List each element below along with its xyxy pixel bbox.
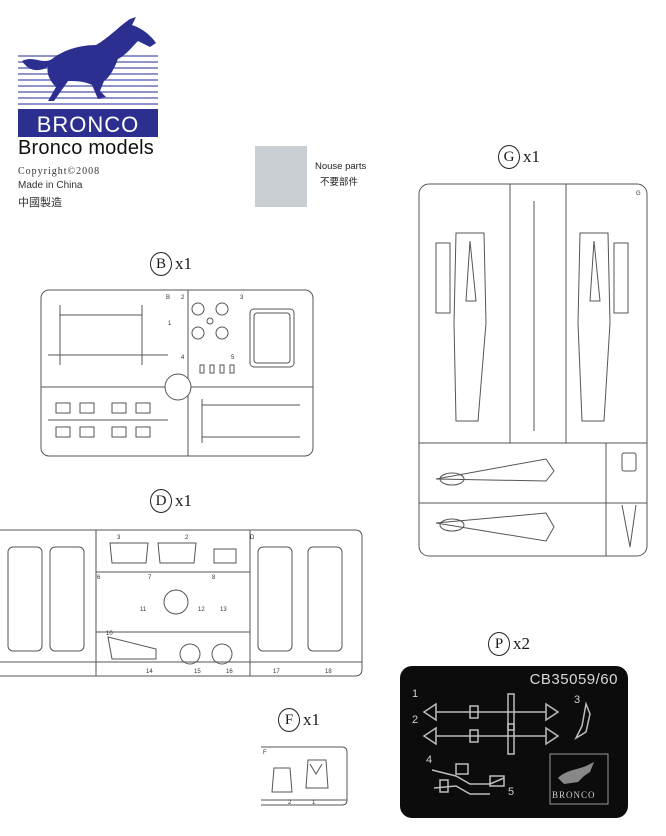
logo-text: BRONCO bbox=[37, 112, 140, 137]
photoetch-logo-text: BRONCO bbox=[552, 790, 596, 800]
sprue-f-label: F x1 bbox=[278, 708, 320, 732]
svg-text:10: 10 bbox=[106, 631, 113, 637]
photoetch-code: CB35059/60 bbox=[529, 671, 618, 688]
bronco-logo: BRONCO bbox=[18, 15, 158, 137]
sprue-d-diagram: 3 2 D 6 7 8 11 12 13 10 14 15 16 17 18 bbox=[0, 529, 363, 677]
pe-number-1: 1 bbox=[412, 688, 419, 700]
svg-text:B: B bbox=[166, 295, 170, 301]
nouse-label: Nouse parts bbox=[315, 161, 367, 172]
sprue-d-letter: D bbox=[150, 489, 172, 513]
svg-text:1: 1 bbox=[168, 321, 172, 327]
svg-text:7: 7 bbox=[148, 575, 152, 581]
sprue-f-letter: F bbox=[278, 708, 300, 732]
svg-text:17: 17 bbox=[273, 669, 280, 675]
made-in-text: Made in China bbox=[18, 180, 83, 191]
sprue-g-diagram: G bbox=[418, 183, 648, 557]
svg-text:14: 14 bbox=[146, 669, 153, 675]
sprue-g-qty: x1 bbox=[523, 147, 540, 166]
svg-text:11: 11 bbox=[140, 607, 147, 613]
svg-text:3: 3 bbox=[240, 295, 244, 301]
pe-number-2: 2 bbox=[412, 714, 419, 726]
sprue-b-letter: B bbox=[150, 252, 172, 276]
svg-text:16: 16 bbox=[226, 669, 233, 675]
sprue-b-label: B x1 bbox=[150, 252, 192, 276]
svg-text:F: F bbox=[263, 750, 267, 756]
sprue-g-letter: G bbox=[498, 145, 520, 169]
pe-number-5: 5 bbox=[508, 786, 515, 798]
sprue-g-label: G x1 bbox=[498, 145, 540, 169]
svg-text:15: 15 bbox=[194, 669, 201, 675]
pe-number-4: 4 bbox=[426, 754, 433, 766]
copyright-text: Copyright©2008 bbox=[18, 166, 101, 177]
svg-text:6: 6 bbox=[97, 575, 101, 581]
brand-name: Bronco models bbox=[18, 137, 154, 159]
svg-text:5: 5 bbox=[231, 355, 235, 361]
svg-text:2: 2 bbox=[181, 295, 185, 301]
photoetch-parts bbox=[422, 693, 609, 805]
svg-text:1: 1 bbox=[312, 800, 316, 806]
svg-text:8: 8 bbox=[212, 575, 216, 581]
sprue-p-label: P x2 bbox=[488, 632, 530, 656]
sprue-p-letter: P bbox=[488, 632, 510, 656]
sprue-d-label: D x1 bbox=[150, 489, 192, 513]
svg-text:G: G bbox=[636, 191, 641, 197]
svg-text:2: 2 bbox=[185, 535, 189, 541]
sprue-b-diagram: B 2 3 1 4 5 bbox=[40, 289, 314, 457]
horse-logo-icon: BRONCO bbox=[18, 17, 158, 137]
made-in-cn-text: 中國製造 bbox=[18, 197, 62, 209]
sprue-b-qty: x1 bbox=[175, 254, 192, 273]
svg-text:13: 13 bbox=[220, 607, 227, 613]
pe-number-3: 3 bbox=[574, 694, 581, 706]
svg-text:2: 2 bbox=[288, 800, 292, 806]
photoetch-sheet: CB35059/60 1 2 3 4 5 bbox=[400, 666, 628, 818]
sprue-d-qty: x1 bbox=[175, 491, 192, 510]
nouse-label-cn: 不要部件 bbox=[320, 177, 359, 188]
nouse-swatch bbox=[255, 146, 307, 207]
sprue-f-diagram: F 2 1 bbox=[261, 746, 348, 806]
svg-text:4: 4 bbox=[181, 355, 185, 361]
svg-text:12: 12 bbox=[198, 607, 205, 613]
sprue-f-qty: x1 bbox=[303, 710, 320, 729]
svg-text:D: D bbox=[250, 535, 255, 541]
svg-text:18: 18 bbox=[325, 669, 332, 675]
sprue-p-qty: x2 bbox=[513, 634, 530, 653]
svg-text:3: 3 bbox=[117, 535, 121, 541]
